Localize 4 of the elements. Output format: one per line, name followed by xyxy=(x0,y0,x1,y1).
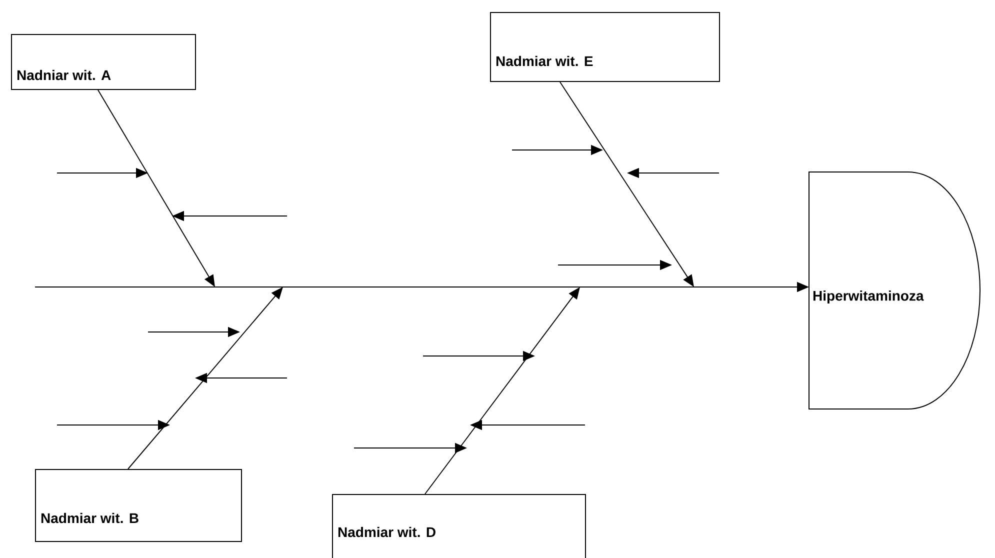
cause-box: Nadniar wit. A xyxy=(11,34,196,90)
cause-box: Nadmiar wit. D xyxy=(332,494,586,558)
cause-box: Nadmiar wit. E xyxy=(490,12,720,82)
cause-box: Nadmiar wit. B xyxy=(35,469,242,542)
